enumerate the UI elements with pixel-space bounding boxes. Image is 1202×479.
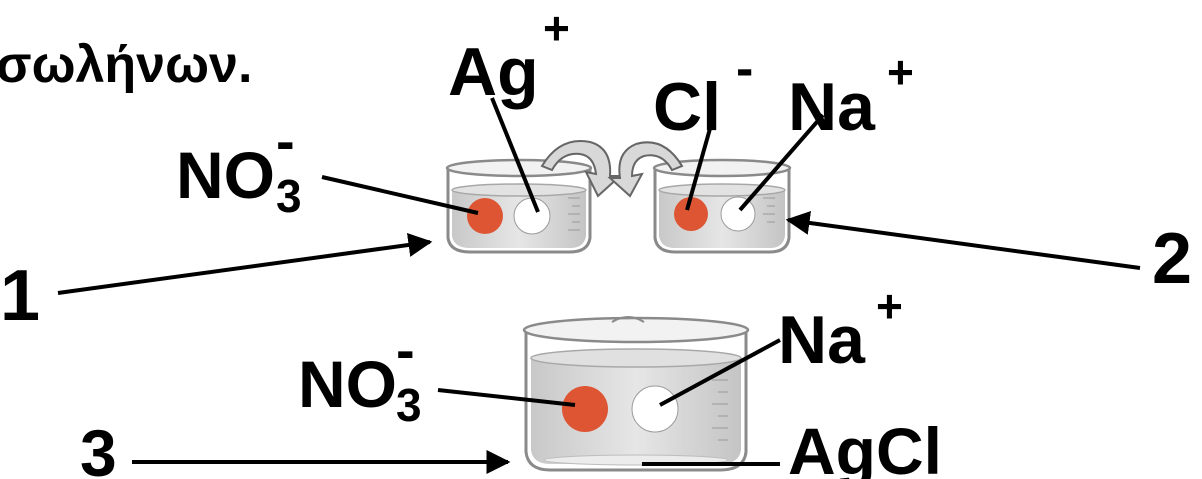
- label-nitrate-bottom: NO 3 -: [298, 318, 422, 431]
- beaker-2: [652, 158, 792, 254]
- label-precipitate: AgCl: [788, 414, 942, 479]
- chloride-ion-dot: [674, 197, 708, 231]
- label-chloride: Cl -: [653, 40, 753, 145]
- beaker-3: [522, 316, 750, 472]
- svg-text:+: +: [543, 2, 570, 54]
- svg-text:+: +: [876, 280, 903, 332]
- svg-text:3: 3: [396, 379, 422, 431]
- label-silver: Ag +: [448, 2, 570, 110]
- svg-text:Na: Na: [778, 302, 866, 378]
- sodium-ion-dot-bottom: [631, 385, 679, 433]
- svg-text:-: -: [736, 40, 753, 98]
- label-sodium-top: Na +: [788, 46, 914, 145]
- svg-text:NO: NO: [298, 347, 397, 421]
- sodium-ion-dot-top: [720, 196, 756, 232]
- svg-text:3: 3: [276, 170, 302, 222]
- arrow-2: [785, 211, 1141, 270]
- sodium-leader-bottom: [659, 338, 781, 407]
- svg-text:-: -: [276, 109, 295, 172]
- silver-ion-dot: [513, 197, 551, 235]
- svg-text:-: -: [396, 318, 415, 381]
- svg-text:Cl: Cl: [653, 69, 721, 145]
- nitrate-leader-top: [321, 175, 479, 215]
- heading-text: σωλήνων.: [0, 36, 252, 94]
- label-sodium-bottom: Na +: [778, 280, 903, 378]
- svg-text:NO: NO: [176, 138, 275, 212]
- silver-leader: [490, 97, 540, 213]
- nitrate-ion-dot-1: [467, 198, 503, 234]
- pour-arrow-right: [607, 141, 684, 198]
- beaker-1: [445, 158, 593, 254]
- marker-2: 2: [1152, 219, 1192, 299]
- chloride-leader: [685, 117, 715, 211]
- svg-text:+: +: [887, 46, 914, 98]
- svg-text:Na: Na: [788, 69, 876, 145]
- arrow-1: [57, 233, 433, 295]
- marker-3: 3: [80, 416, 117, 479]
- marker-1: 1: [0, 256, 40, 336]
- nitrate-ion-dot-2: [562, 386, 608, 432]
- sodium-leader-top: [738, 113, 825, 212]
- pour-arrow-left: [540, 140, 623, 198]
- svg-text:Ag: Ag: [448, 34, 539, 110]
- label-nitrate-top: NO 3 -: [176, 109, 302, 222]
- nitrate-leader-bottom: [437, 388, 576, 407]
